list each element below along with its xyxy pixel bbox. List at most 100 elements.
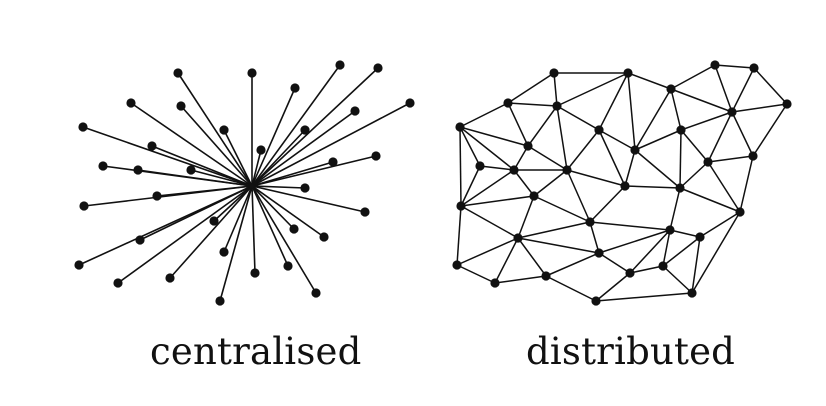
mesh-edge <box>669 229 701 238</box>
mesh-edge <box>513 145 529 171</box>
mesh-edge <box>517 221 591 239</box>
mesh-node <box>490 278 500 288</box>
mesh-edge <box>670 88 733 113</box>
mesh-edge <box>598 229 671 254</box>
mesh-edge <box>731 67 755 113</box>
mesh-node <box>456 201 466 211</box>
mesh-edge <box>670 64 716 90</box>
spoke-node <box>256 145 266 155</box>
spoke-edge <box>251 129 306 187</box>
mesh-edge <box>662 229 671 267</box>
mesh-edge <box>627 72 636 151</box>
spoke-edge <box>251 87 296 187</box>
spoke-node <box>165 273 175 283</box>
hub-node <box>249 183 255 189</box>
mesh-edge <box>627 72 672 90</box>
mesh-node <box>703 157 713 167</box>
mesh-edge <box>634 149 681 189</box>
spoke-edge <box>117 185 253 284</box>
mesh-edge <box>691 211 741 294</box>
spoke-node <box>98 161 108 171</box>
spoke-node <box>219 247 229 257</box>
mesh-edge <box>691 236 701 294</box>
mesh-node <box>594 125 604 135</box>
spoke-edge <box>82 126 253 187</box>
spoke-node <box>319 232 329 242</box>
mesh-edge <box>459 126 529 147</box>
mesh-node <box>620 181 630 191</box>
spoke-node <box>300 125 310 135</box>
mesh-node <box>625 268 635 278</box>
mesh-edge <box>460 169 515 207</box>
spoke-edge <box>151 145 253 187</box>
mesh-edge <box>707 111 733 163</box>
mesh-edge <box>679 161 709 189</box>
mesh-node <box>549 68 559 78</box>
mesh-edge <box>752 103 788 157</box>
mesh-edge <box>680 129 709 163</box>
mesh-edge <box>566 129 600 171</box>
mesh-edge <box>527 145 568 171</box>
spoke-edge <box>190 169 253 187</box>
mesh-node <box>623 68 633 78</box>
mesh-edge <box>533 169 568 197</box>
spoke-node <box>371 151 381 161</box>
spoke-node <box>405 98 415 108</box>
mesh-edge <box>545 252 600 277</box>
spoke-node <box>78 122 88 132</box>
mesh-edge <box>533 195 591 223</box>
mesh-node <box>552 101 562 111</box>
spoke-node <box>219 125 229 135</box>
mesh-node <box>562 165 572 175</box>
spoke-node <box>152 191 162 201</box>
spoke-edge <box>177 72 253 187</box>
spoke-edge <box>251 102 411 187</box>
centralised-label: centralised <box>150 330 362 373</box>
mesh-edge <box>595 292 693 302</box>
spoke-node <box>335 60 345 70</box>
mesh-edge <box>629 265 664 274</box>
spoke-edge <box>78 185 253 266</box>
mesh-edge <box>634 88 672 151</box>
mesh-node <box>523 141 533 151</box>
mesh-edge <box>629 229 671 274</box>
mesh-edge <box>680 111 733 131</box>
spoke-edge <box>219 185 253 302</box>
mesh-edge <box>739 155 754 213</box>
mesh-node <box>591 296 601 306</box>
mesh-node <box>666 84 676 94</box>
mesh-edge <box>556 72 629 107</box>
spoke-edge <box>251 161 334 187</box>
mesh-edge <box>679 187 741 213</box>
mesh-edge <box>595 272 631 302</box>
mesh-node <box>658 261 668 271</box>
mesh-node <box>513 233 523 243</box>
spoke-node <box>311 288 321 298</box>
mesh-node <box>594 248 604 258</box>
mesh-edge <box>624 185 681 189</box>
mesh-node <box>475 161 485 171</box>
mesh-node <box>735 207 745 217</box>
mesh-edge <box>507 102 529 147</box>
mesh-edge <box>669 187 681 231</box>
mesh-node <box>452 260 462 270</box>
mesh-node <box>675 183 685 193</box>
spoke-node <box>350 106 360 116</box>
mesh-node <box>529 191 539 201</box>
mesh-node <box>748 151 758 161</box>
mesh-edge <box>624 149 636 187</box>
mesh-edge <box>494 275 547 284</box>
mesh-edge <box>507 72 555 104</box>
mesh-node <box>509 165 519 175</box>
spoke-edge <box>223 185 253 253</box>
spoke-node <box>135 235 145 245</box>
mesh-edge <box>459 126 515 171</box>
mesh-edge <box>517 195 535 239</box>
mesh-node <box>503 98 513 108</box>
mesh-edge <box>517 237 600 254</box>
spoke-node <box>173 68 183 78</box>
mesh-edge <box>553 72 558 107</box>
mesh-edge <box>566 169 626 187</box>
spoke-node <box>176 101 186 111</box>
mesh-edge <box>460 195 535 207</box>
